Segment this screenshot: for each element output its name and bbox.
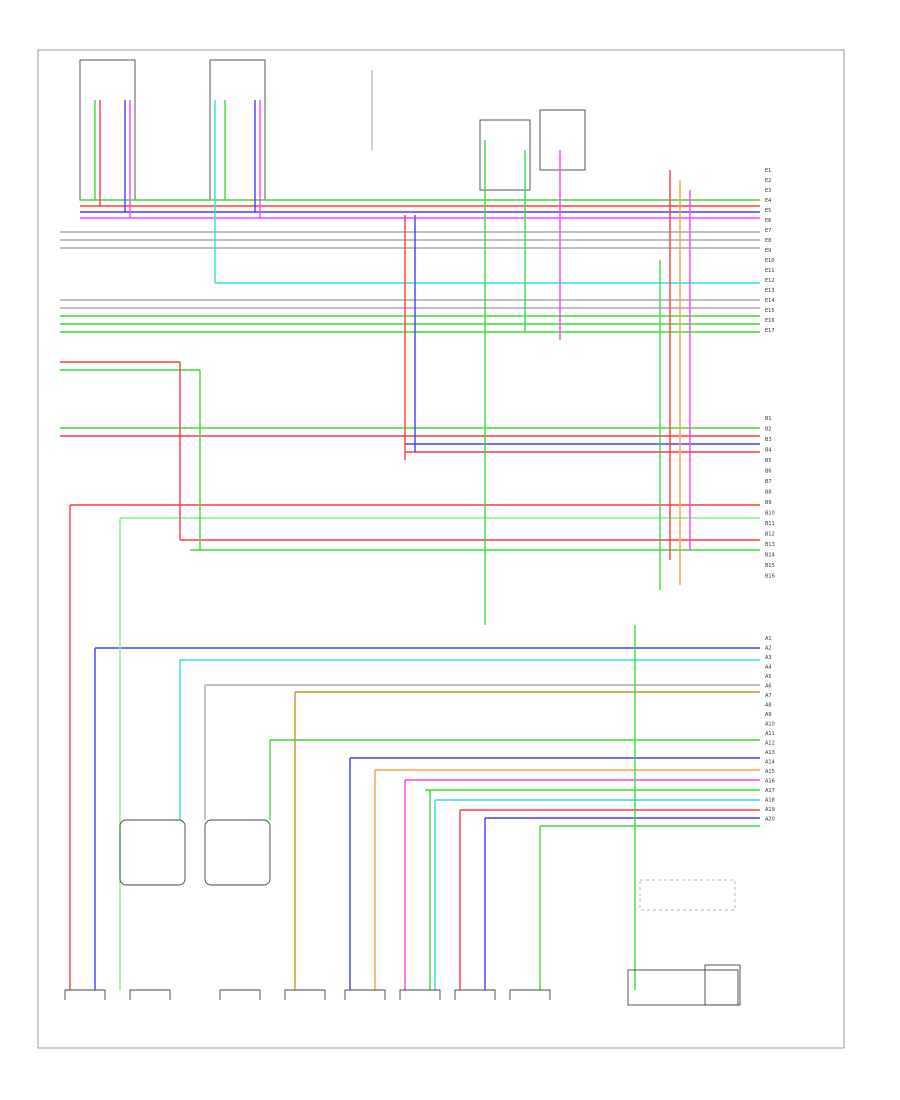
module-right: [204, 819, 271, 886]
connector-label-e14: E14: [765, 298, 775, 304]
bottom-components: [64, 879, 741, 1006]
connector-label-e2: E2: [765, 178, 771, 184]
connector-label-a7: A7: [765, 693, 772, 699]
connector-label-e7: E7: [765, 228, 771, 234]
connector-label-b8: B8: [765, 490, 772, 496]
connector-label-b5: B5: [765, 458, 772, 464]
connector-label-b11: B11: [765, 521, 775, 527]
connector-label-a3: A3: [765, 655, 772, 661]
connector-label-b6: B6: [765, 469, 772, 475]
connector-label-e1: E1: [765, 168, 771, 174]
connector-label-e9: E9: [765, 248, 771, 254]
connector-label-e13: E13: [765, 288, 775, 294]
bottom-component-c8: [509, 989, 551, 1000]
connector-label-b12: B12: [765, 532, 775, 538]
bottom-component-c7: [454, 989, 496, 1000]
connector-label-a18: A18: [765, 798, 775, 804]
connector-label-e16: E16: [765, 318, 775, 324]
connector-label-e4: E4: [765, 198, 771, 204]
connector-label-e5: E5: [765, 208, 771, 214]
bottom-component-c10: [639, 879, 736, 911]
bottom-component-c5: [344, 989, 386, 1000]
connector-label-e6: E6: [765, 218, 771, 224]
connector-block-3: [479, 119, 531, 191]
connector-label-b3: B3: [765, 437, 772, 443]
connector-label-b13: B13: [765, 542, 775, 548]
connector-label-a8: A8: [765, 703, 772, 709]
bottom-component-c6: [399, 989, 441, 1000]
connector-label-a9: A9: [765, 712, 772, 718]
vertical-wire-bundle: [69, 100, 691, 990]
module-left: [119, 819, 186, 886]
connector-label-a12: A12: [765, 741, 775, 747]
right-connector-labels: E1E2E3E4E5E6E7E8E9E10E11E12E13E14E15E16E…: [765, 168, 775, 823]
bottom-component-c2: [129, 989, 171, 1000]
connector-label-a13: A13: [765, 750, 775, 756]
connector-label-b1: B1: [765, 416, 772, 422]
connector-label-a16: A16: [765, 779, 775, 785]
connector-label-a14: A14: [765, 760, 775, 766]
connector-block-1: [79, 59, 136, 201]
connector-label-b10: B10: [765, 511, 775, 517]
connector-label-e11: E11: [765, 268, 775, 274]
middle-modules: [119, 819, 739, 1006]
connector-label-b7: B7: [765, 479, 772, 485]
connector-label-a19: A19: [765, 807, 775, 813]
connector-label-e15: E15: [765, 308, 775, 314]
connector-label-b15: B15: [765, 563, 775, 569]
connector-label-a20: A20: [765, 817, 775, 823]
connector-label-e8: E8: [765, 238, 771, 244]
connector-label-b14: B14: [765, 553, 775, 559]
connector-label-e10: E10: [765, 258, 775, 264]
top-left-connectors: [79, 59, 586, 201]
diagram-frame: [37, 49, 845, 1049]
connector-label-a4: A4: [765, 665, 772, 671]
connector-block-4: [539, 109, 586, 171]
connector-label-e12: E12: [765, 278, 775, 284]
connector-label-b9: B9: [765, 500, 772, 506]
connector-label-a1: A1: [765, 636, 772, 642]
connector-label-a11: A11: [765, 731, 775, 737]
bottom-component-c3: [219, 989, 261, 1000]
wire-bundle: [60, 199, 760, 827]
bottom-component-c1: [64, 989, 106, 1000]
connector-label-b16: B16: [765, 574, 775, 580]
module-far-right: [627, 969, 739, 1006]
connector-label-a5: A5: [765, 674, 772, 680]
connector-label-a15: A15: [765, 769, 775, 775]
connector-label-b2: B2: [765, 427, 772, 433]
connector-label-a2: A2: [765, 646, 772, 652]
connector-label-b4: B4: [765, 448, 772, 454]
bottom-component-c9: [704, 964, 741, 1006]
bottom-component-c4: [284, 989, 326, 1000]
connector-label-a10: A10: [765, 722, 775, 728]
connector-block-2: [209, 59, 266, 201]
connector-label-e3: E3: [765, 188, 771, 194]
connector-label-a17: A17: [765, 788, 775, 794]
connector-label-e17: E17: [765, 328, 775, 334]
connector-label-a6: A6: [765, 684, 772, 690]
